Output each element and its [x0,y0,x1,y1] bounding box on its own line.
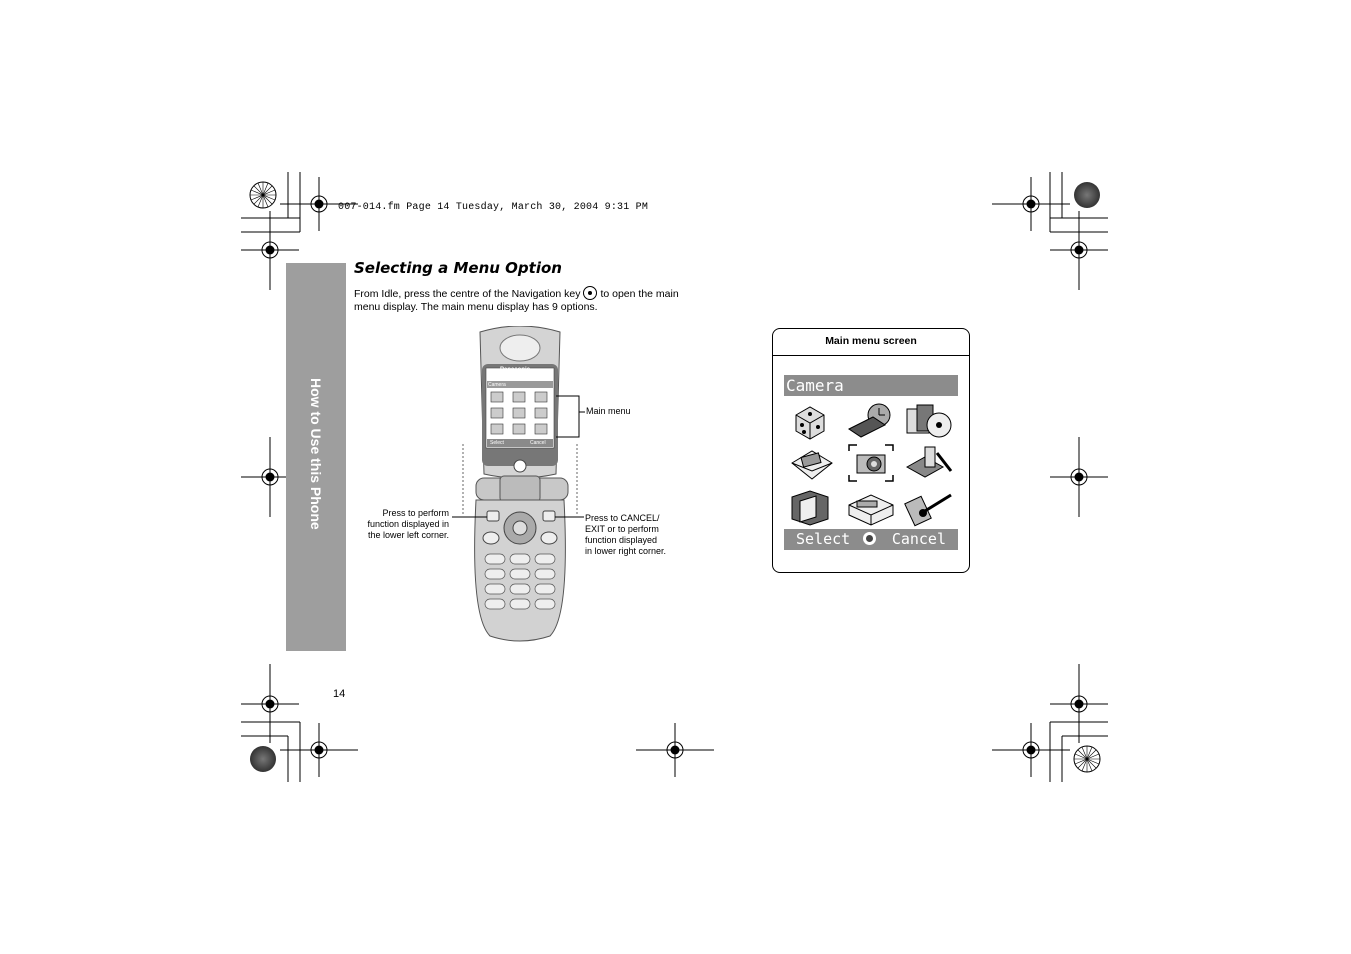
nav-centre-icon [863,532,876,545]
file-header-line: 007-014.fm Page 14 Tuesday, March 30, 20… [338,202,649,213]
callout-left-line: the lower left corner. [367,530,449,540]
dot-circle-top-right [1074,182,1100,208]
screen-soft-right: Cancel [891,530,946,548]
screen-header: Camera [784,375,958,396]
screen-header-label: Camera [786,376,844,395]
phone-illustration [462,326,578,642]
menu-box-caption: Main menu screen [825,335,917,347]
phone-soft-right: Cancel [530,440,546,446]
divider [773,355,969,356]
media-album-icon [903,401,952,441]
games-icon [788,401,836,441]
filing-icon [845,487,894,527]
starburst-top-left [249,181,277,209]
messages-icon [788,443,836,483]
screen-soft-left: Select [796,530,851,548]
callout-left-line: Press to perform [382,508,449,518]
callout-right-soft-key: Press to CANCEL/ EXIT or to perform func… [585,513,666,557]
callout-left-soft-key: Press to perform function displayed in t… [362,508,449,541]
tools-icon [903,487,952,527]
intro-text-2: to open the main menu display. The main … [354,288,679,313]
starburst-bottom-right [1073,745,1101,773]
settings-icon [903,443,953,483]
applications-icon [845,401,893,441]
intro-paragraph: From Idle, press the centre of the Navig… [354,286,684,314]
contacts-icon [788,487,836,527]
phone-brand: Panasonic [500,367,531,373]
camera-icon [845,443,894,483]
callout-right-line: in lower right corner. [585,546,667,556]
main-menu-screen-box: Main menu screen Camera Select Cancel [772,328,970,573]
screen-soft-key-bar: Select Cancel [784,529,958,550]
callout-right-line: Press to CANCEL/ [585,513,660,523]
callout-right-line: function displayed [585,535,658,545]
callout-main-menu: Main menu [586,406,631,416]
section-side-tab: How to Use this Phone [286,263,346,651]
phone-screen-title: Camera [488,382,506,388]
intro-text-1: From Idle, press the centre of the Navig… [354,288,581,300]
dot-circle-bottom-left [250,746,276,772]
callout-left-line: function displayed in [367,519,449,529]
callout-right-line: EXIT or to perform [585,524,659,534]
navigation-key-icon [583,286,598,300]
page-title: Selecting a Menu Option [354,259,562,277]
phone-soft-left: Select [490,440,504,446]
page-number: 14 [333,688,346,700]
